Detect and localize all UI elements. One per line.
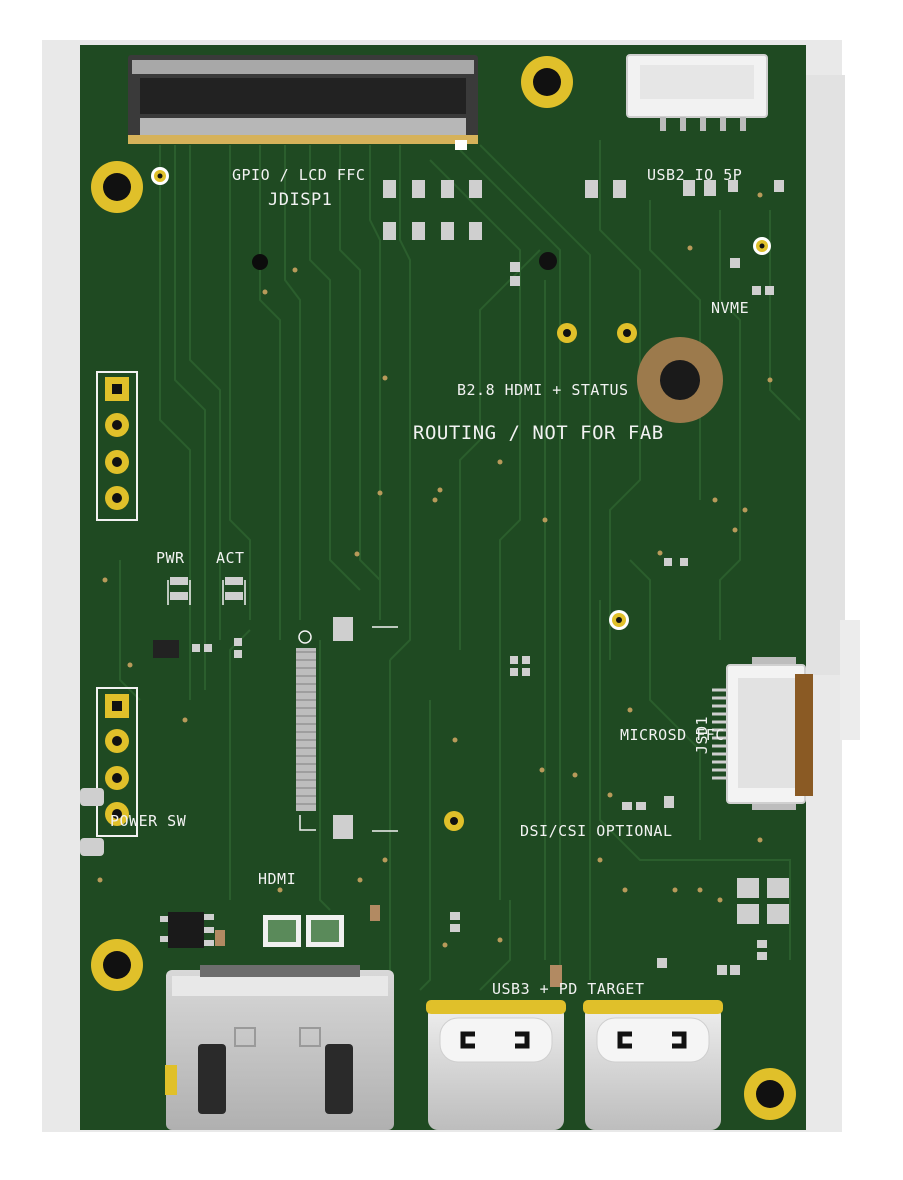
label-b28-hdmi-status: B2.8 HDMI + STATUS xyxy=(457,381,629,399)
label-power-sw: POWER SW xyxy=(110,812,187,830)
mounting-hole-bottom-right xyxy=(744,1068,796,1120)
copper-mount-pad xyxy=(637,337,723,423)
header-4pin-bottom xyxy=(96,687,138,837)
power-switch-pads xyxy=(80,788,104,856)
label-pwr: PWR xyxy=(156,549,185,567)
passive-pads-top xyxy=(383,180,784,295)
label-gpio-lcd-ffc: GPIO / LCD FFC xyxy=(232,166,366,184)
pcb-board xyxy=(80,45,806,1130)
mounting-hole-bottom-left xyxy=(91,939,143,991)
header-4pin-top xyxy=(96,371,138,521)
mounting-hole-top-left xyxy=(91,161,143,213)
fine-pitch-pad-column xyxy=(296,617,398,839)
microsd-ffc-connector xyxy=(712,657,813,810)
label-microsd-ffc: MICROSD FFC xyxy=(620,726,725,744)
mounting-hole-top-center xyxy=(521,56,573,108)
label-jsd1: JSD1 xyxy=(693,715,711,755)
ffc-connector-top xyxy=(128,55,478,150)
hdmi-connector xyxy=(165,965,394,1130)
label-routing-not-for-fab: ROUTING / NOT FOR FAB xyxy=(413,422,664,444)
label-nvme: NVME xyxy=(711,299,750,317)
small-ics-left xyxy=(153,262,688,810)
label-usb2-io-5p: USB2 IO 5P xyxy=(647,166,743,184)
pcb-traces xyxy=(119,140,801,991)
pcb-vias xyxy=(97,192,773,948)
hdmi-esd-ics xyxy=(263,905,380,947)
label-dsi-csi-optional: DSI/CSI OPTIONAL xyxy=(520,822,673,840)
label-jdisp1: JDISP1 xyxy=(268,190,333,210)
led-pwr xyxy=(167,577,191,605)
led-act xyxy=(222,577,246,605)
label-usb3-pd-target: USB3 + PD TARGET xyxy=(492,980,645,998)
label-hdmi: HDMI xyxy=(258,870,297,888)
test-pads xyxy=(151,167,771,831)
label-act: ACT xyxy=(216,549,245,567)
power-mosfet xyxy=(160,912,225,948)
usb2-io-connector xyxy=(626,54,768,131)
usb-pd-resistors xyxy=(550,965,562,987)
usbc-connector-right xyxy=(583,1000,723,1130)
passive-pads-lower-right xyxy=(450,878,789,975)
usbc-connector-left xyxy=(426,1000,566,1130)
